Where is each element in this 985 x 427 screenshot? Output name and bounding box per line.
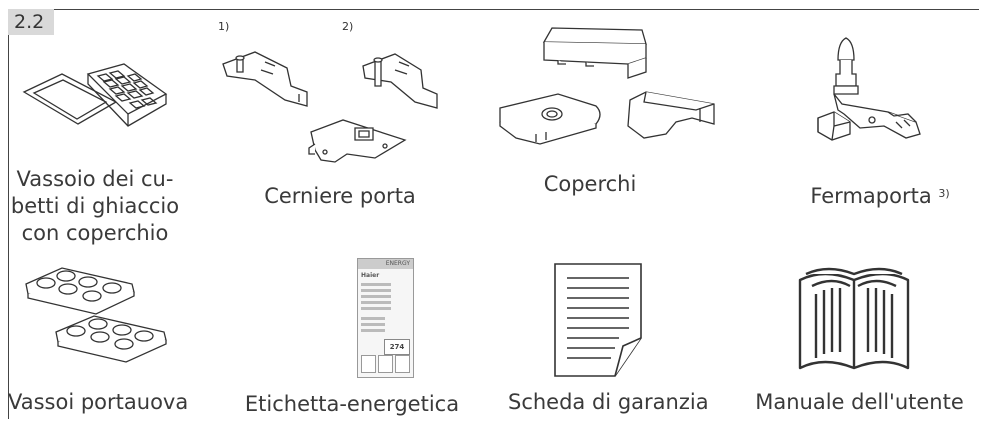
energy-scale-bars [361,283,391,313]
covers-caption: Coperchi [543,172,637,196]
energy-label-header: ENERGY [358,259,413,269]
energy-scale-bars-lower [361,317,385,335]
door-stopper-icon [800,30,940,145]
warranty-card-icon [553,262,645,380]
frame-left-rule [8,9,9,419]
ice-tray-caption-line-2: betti di ghiaccio [10,194,180,218]
energy-label-brand: Haier [361,272,380,279]
section-number: 2.2 [8,9,54,35]
hinge-note-2: 2) [342,20,354,33]
energy-label-icon: ENERGY Haier 274 [357,258,414,378]
ice-tray-caption-line-1: Vassoio dei cu- [16,167,174,191]
frame-top-rule [8,9,979,10]
ice-tray-caption: Vassoio dei cu- betti di ghiaccio con co… [0,166,190,247]
door-stopper-caption-text: Fermaporta [810,184,932,208]
egg-trays-caption: Vassoi portauova [8,390,189,414]
hinge-note-1: 1) [218,20,230,33]
warranty-card-caption: Scheda di garanzia [508,390,709,414]
ice-cube-tray-with-lid-icon [20,62,170,162]
door-hinges-icon [215,40,445,170]
user-manual-icon [794,264,914,376]
covers-icon [496,22,721,152]
door-hinges-caption: Cerniere porta [264,184,416,208]
energy-consumption-box: 274 [384,339,410,355]
ice-tray-caption-line-3: con coperchio [21,221,169,245]
egg-trays-icon [22,262,172,382]
user-manual-caption: Manuale dell'utente [755,390,964,414]
door-stopper-caption: Fermaporta 3) [785,184,975,208]
door-stopper-footnote: 3) [938,187,950,200]
energy-label-footer [361,355,410,373]
energy-label-caption: Etichetta-energetica [244,392,460,416]
